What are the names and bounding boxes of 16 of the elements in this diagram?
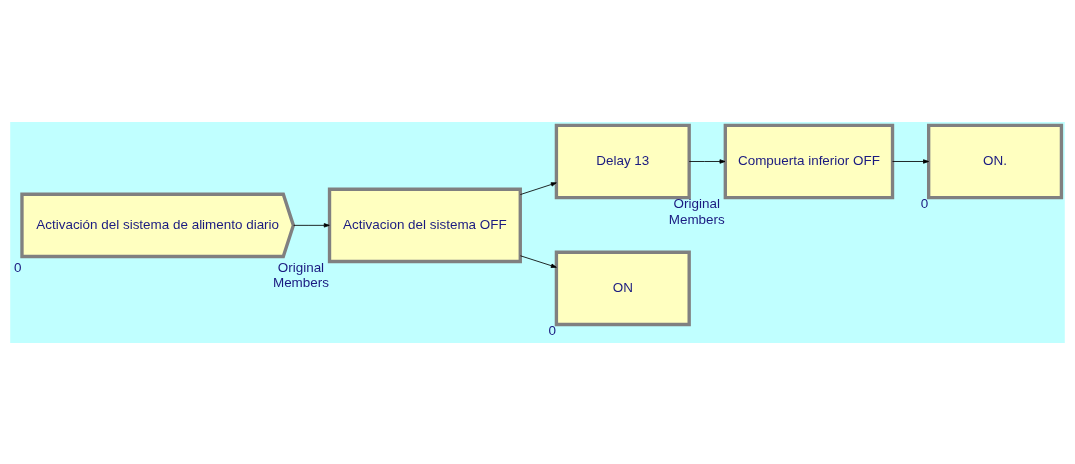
node-box: Activacion del sistema OFF bbox=[327, 187, 522, 263]
node-label: 0 bbox=[14, 259, 22, 275]
node-label: Members bbox=[272, 274, 329, 290]
node-box: ON. bbox=[927, 123, 1064, 199]
node-label: 0 bbox=[920, 195, 929, 211]
arrow bbox=[520, 181, 557, 195]
node-box: Compuerta inferior OFF bbox=[723, 123, 895, 199]
arrow bbox=[688, 158, 726, 164]
arrow bbox=[892, 158, 929, 164]
node-label: Members bbox=[668, 211, 725, 227]
node-box: ON bbox=[554, 250, 691, 326]
node-box: Delay 13 bbox=[554, 123, 691, 199]
node-label: 0 bbox=[548, 322, 556, 338]
node-label: Original bbox=[277, 259, 325, 275]
arrow bbox=[520, 254, 557, 268]
arrow bbox=[293, 222, 330, 228]
